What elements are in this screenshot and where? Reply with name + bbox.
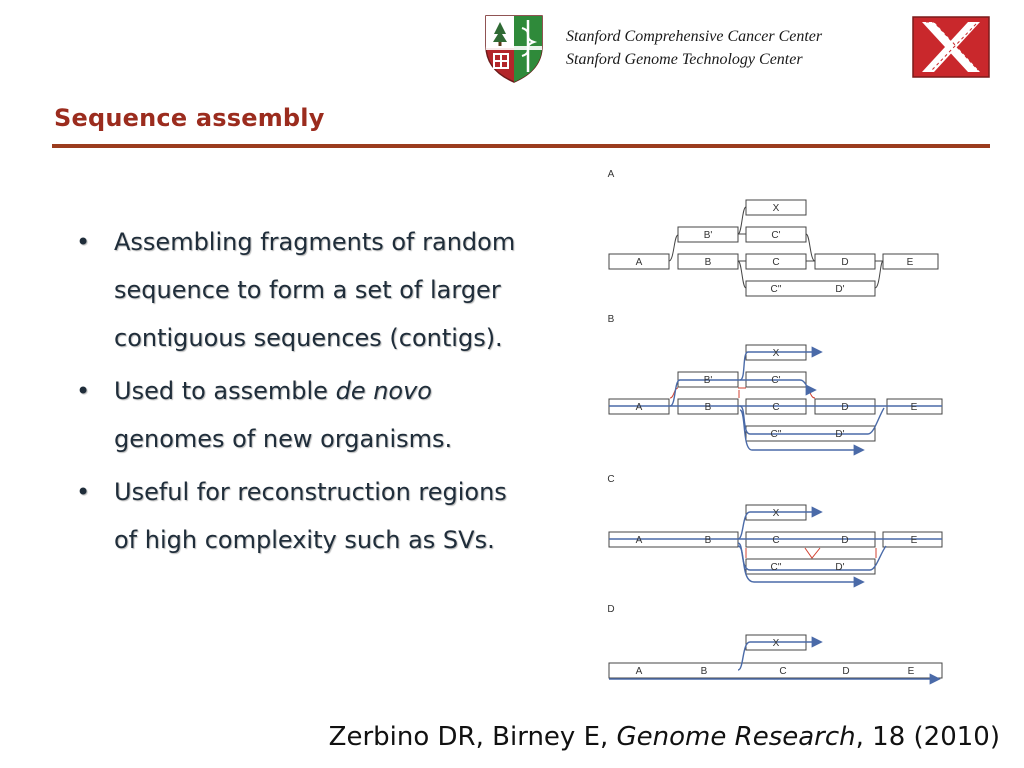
- read-label: C': [771, 375, 780, 386]
- header-line-cancer-center: Stanford Comprehensive Cancer Center: [566, 28, 823, 45]
- read-label: A: [636, 402, 643, 413]
- stanford-medicine-shield-logo: [485, 15, 543, 83]
- bullet-item: • Used to assemble de novo genomes of ne…: [72, 367, 532, 463]
- bullet-dot-icon: •: [76, 228, 91, 256]
- read-label: C'': [770, 429, 781, 440]
- read-label: A: [636, 535, 643, 546]
- read-label: X: [773, 638, 780, 649]
- citation: Zerbino DR, Birney E, Genome Research, 1…: [329, 722, 1000, 752]
- read-label: B: [705, 402, 712, 413]
- read-label: A: [636, 257, 643, 268]
- header-institution-text: Stanford Comprehensive Cancer Center Sta…: [566, 25, 822, 71]
- read-label: D': [835, 429, 844, 440]
- read-label: E: [911, 535, 918, 546]
- panel-a: A A B: [608, 169, 939, 297]
- read-label: C: [772, 402, 779, 413]
- bullet-text: Useful for reconstruction regions of hig…: [114, 478, 507, 554]
- read-label: D: [842, 666, 849, 677]
- header-line-genome-center: Stanford Genome Technology Center: [566, 51, 803, 68]
- read-label: B': [704, 230, 713, 241]
- read-label: X: [773, 203, 780, 214]
- bullet-item: • Useful for reconstruction regions of h…: [72, 468, 532, 564]
- panel-label: B: [608, 314, 615, 325]
- bullet-text-emphasis: de novo: [335, 377, 432, 405]
- title-divider: [52, 144, 990, 148]
- citation-journal: Genome Research: [616, 722, 856, 752]
- citation-details: , 18 (2010): [855, 722, 1000, 752]
- read-label: X: [773, 348, 780, 359]
- bullet-item: • Assembling fragments of random sequenc…: [72, 218, 532, 362]
- read-label: B: [705, 257, 712, 268]
- read-label: E: [908, 666, 915, 677]
- assembly-graph-figure: A A B: [607, 169, 943, 685]
- read-label: C'': [770, 562, 781, 573]
- bullet-text: Assembling fragments of random sequence …: [114, 228, 516, 352]
- panel-b: B: [608, 314, 943, 456]
- read-label: B: [701, 666, 708, 677]
- panel-label: A: [608, 169, 615, 180]
- read-label: X: [773, 508, 780, 519]
- read-label: A: [636, 666, 643, 677]
- panel-label: C: [607, 474, 614, 485]
- citation-authors: Zerbino DR, Birney E,: [328, 722, 617, 752]
- read-label: D: [841, 402, 848, 413]
- bullet-text-before: Used to assemble: [114, 377, 336, 405]
- read-label: C'': [770, 284, 781, 295]
- read-label: C': [771, 230, 780, 241]
- read-label: D: [841, 535, 848, 546]
- bullet-text-after: genomes of new organisms.: [114, 425, 453, 453]
- bullet-dot-icon: •: [76, 377, 91, 405]
- slide-title: Sequence assembly: [54, 104, 325, 132]
- panel-c: C A B C D E X: [607, 474, 943, 588]
- read-label: C: [772, 535, 779, 546]
- read-label: C: [779, 666, 786, 677]
- read-label: E: [907, 257, 914, 268]
- read-label: E: [911, 402, 918, 413]
- read-label: B: [705, 535, 712, 546]
- panel-d: D A B C D E X: [607, 604, 943, 685]
- read-label: D: [841, 257, 848, 268]
- genome-center-x-logo: [912, 16, 990, 78]
- read-label: D': [835, 284, 844, 295]
- bullet-list: • Assembling fragments of random sequenc…: [72, 218, 532, 569]
- read-label: C: [772, 257, 779, 268]
- read-label: B': [704, 375, 713, 386]
- read-label: D': [835, 562, 844, 573]
- panel-label: D: [607, 604, 614, 615]
- bullet-dot-icon: •: [76, 478, 91, 506]
